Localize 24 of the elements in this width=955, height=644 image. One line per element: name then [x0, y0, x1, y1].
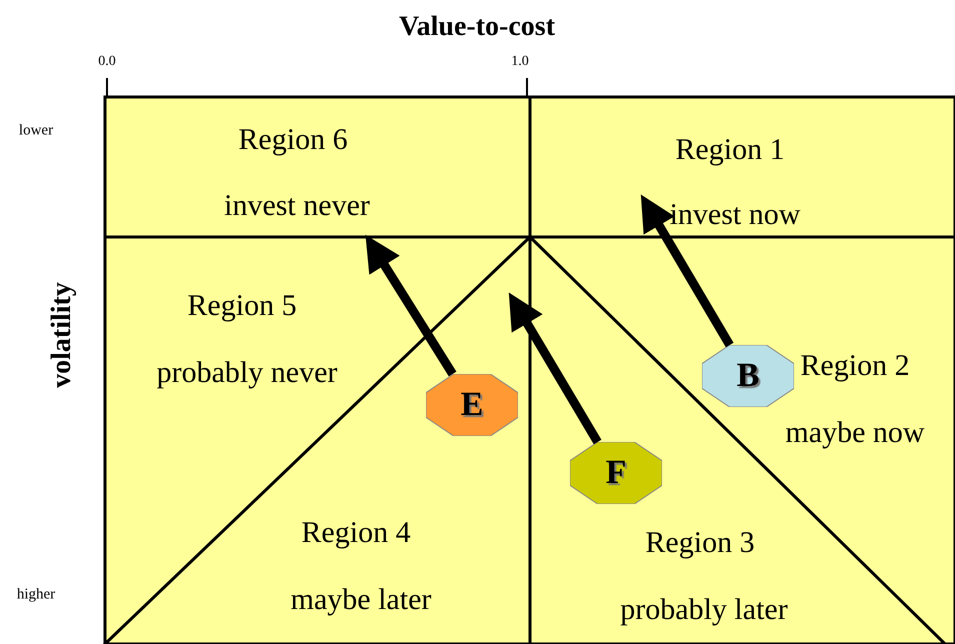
region-action: probably never	[156, 356, 338, 390]
axis-end-label: higher	[16, 586, 56, 604]
axis-tick-label: 0.0	[98, 54, 116, 70]
arrow	[508, 292, 602, 444]
region-name: Region 4	[301, 516, 411, 550]
region-name: Region 3	[645, 526, 755, 560]
region-action: invest never	[224, 189, 370, 223]
region-action: maybe now	[785, 416, 925, 450]
region-action: probably later	[620, 593, 788, 627]
region-action: invest now	[670, 198, 800, 232]
region-name: Region 1	[675, 133, 785, 167]
axis-end-label: lower	[18, 122, 54, 140]
marker-letter: F	[606, 454, 626, 492]
region-name: Region 2	[800, 349, 910, 383]
marker-letter: B	[736, 357, 760, 395]
chart-title: Value-to-cost	[398, 11, 556, 43]
axis-tick-label: 1.0	[511, 54, 529, 70]
marker-letter: E	[460, 386, 484, 424]
region-action: maybe later	[290, 583, 432, 617]
region-name: Region 5	[187, 289, 297, 323]
axis-title: volatility	[46, 282, 78, 388]
region-name: Region 6	[238, 123, 348, 157]
arrow	[365, 234, 456, 376]
arrow	[640, 194, 734, 348]
